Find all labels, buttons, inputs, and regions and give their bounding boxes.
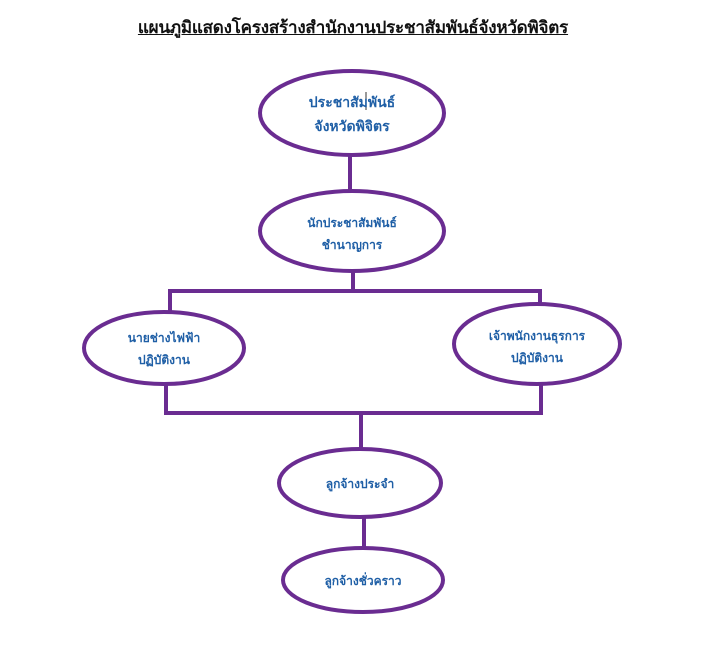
node-electrician-ellipse: [82, 310, 246, 386]
head-title-line2: จังหวัดพิจิตร: [314, 119, 390, 135]
head-title-line1: ประชาสัมพันธ์: [309, 94, 395, 111]
pr-officer-line2: ชำนาญการ: [322, 238, 383, 252]
page-title: แผนภูมิแสดงโครงสร้างสำนักงานประชาสัมพันธ…: [137, 18, 569, 38]
permanent-employee-label: ลูกจ้างประจำ: [326, 477, 395, 492]
node-temporary-employee-ellipse: [281, 546, 445, 614]
node-permanent-employee-ellipse: [277, 447, 443, 519]
electrician-line1: นายช่างไฟฟ้า: [128, 330, 200, 345]
temporary-employee-label: ลูกจ้างชั่วคราว: [324, 572, 401, 589]
node-pr-officer-ellipse: [258, 189, 446, 273]
pr-officer-line1: นักประชาสัมพันธ์: [307, 216, 397, 230]
admin-officer-line2: ปฏิบัติงาน: [511, 351, 564, 365]
node-head-ellipse: [258, 69, 446, 157]
electrician-line2: ปฏิบัติงาน: [138, 353, 191, 367]
node-admin-officer-ellipse: [452, 302, 622, 386]
admin-officer-line1: เจ้าพนักงานธุรการ: [489, 329, 586, 344]
